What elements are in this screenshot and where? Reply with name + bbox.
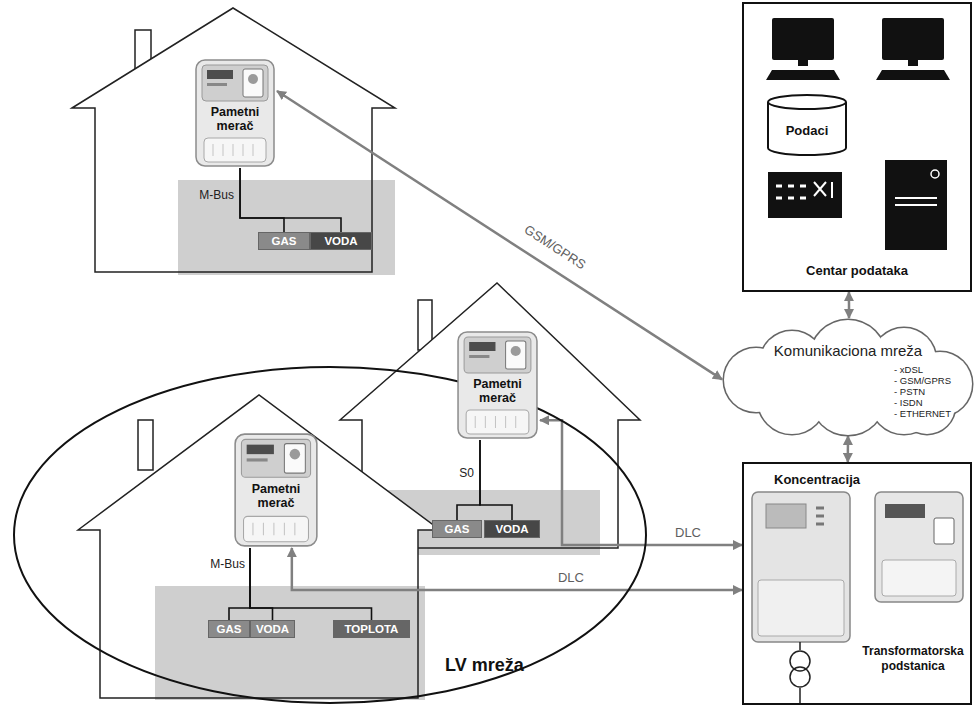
bus-wire xyxy=(250,548,372,620)
house-outline xyxy=(78,395,440,698)
meter-illustration xyxy=(235,434,317,546)
network-type: - ISDN xyxy=(894,397,974,408)
frame-title: Centar podataka xyxy=(806,263,908,278)
water-box: VODA xyxy=(484,520,540,538)
network-switch xyxy=(768,172,842,218)
database-label: Podaci xyxy=(786,123,829,138)
network-type: - xDSL xyxy=(894,364,974,375)
monitor-stand xyxy=(798,60,808,66)
link-label: GSM/GPRS xyxy=(520,221,590,274)
meter-type-label: VODA xyxy=(495,523,528,535)
frame-title: Koncentracija xyxy=(774,472,970,488)
connectors xyxy=(229,91,849,620)
meter-type-label: GAS xyxy=(445,523,470,535)
concentrator-leds xyxy=(816,508,824,524)
smart-meter: Pametni merač xyxy=(455,330,540,440)
meter-label: Pametni merač xyxy=(198,105,272,133)
substation-frame: KoncentracijaTransformatorska podstanica xyxy=(742,462,972,705)
house-3 xyxy=(78,395,440,700)
label-holder: M-Bus xyxy=(199,188,234,202)
keyboard xyxy=(766,70,840,80)
edge-label-holder: DLC xyxy=(673,525,703,540)
lv-network-ellipse: LV mreža Pametni meračGAS VODA Pametni mera… xyxy=(12,365,648,705)
network-cloud: Komunikaciona mreža - xDSL- GSM/GPRS- PST… xyxy=(722,318,974,436)
meter-label: Pametni merač xyxy=(461,377,535,405)
bus-name: S0 xyxy=(459,466,474,480)
water-box: VODA xyxy=(310,232,372,250)
communication-link xyxy=(847,436,850,462)
concentrator-device xyxy=(752,492,850,642)
server-button xyxy=(931,170,939,178)
frame-title: Transformatorska podstanica xyxy=(857,644,969,674)
transformer-winding xyxy=(790,667,810,687)
bus-wire xyxy=(240,168,284,232)
house-1 xyxy=(72,8,395,275)
gas-box: GAS xyxy=(208,620,250,638)
bus-wire xyxy=(250,548,273,620)
substation-meter xyxy=(875,492,963,602)
lv-network-outline xyxy=(14,367,646,703)
bus-name: M-Bus xyxy=(210,557,245,571)
concentrator-display xyxy=(766,504,806,528)
edge-label-holder: DLC xyxy=(556,570,586,585)
monitor xyxy=(772,18,834,60)
house-floor xyxy=(178,180,395,275)
network-type: Komunikaciona mreža xyxy=(722,342,974,360)
edge-label-holder: GSM/GPRS xyxy=(520,221,590,274)
link-label: DLC xyxy=(556,570,586,585)
water-box: VODA xyxy=(250,620,295,638)
data-center-frame: Centar podataka Podaci xyxy=(742,2,972,292)
communication-link xyxy=(540,420,742,545)
bus-wire xyxy=(240,168,341,232)
substation-meter-module xyxy=(934,518,954,544)
meter-type-label: GAS xyxy=(272,235,297,247)
house-floor xyxy=(155,586,425,700)
monitor-stand xyxy=(908,60,918,66)
substation-meter-display xyxy=(885,504,925,518)
meter-illustration xyxy=(196,60,274,166)
chimney xyxy=(138,420,153,470)
gas-box: GAS xyxy=(432,520,482,538)
network-type: - ETHERNET xyxy=(894,408,974,419)
bus-name: M-Bus xyxy=(199,188,234,202)
gas-box: GAS xyxy=(258,232,310,250)
data-center-equipment xyxy=(766,18,950,250)
house-outline xyxy=(72,8,395,272)
heat-box: TOPLOTA xyxy=(333,620,410,638)
concentrator-cover xyxy=(758,580,844,636)
monitor xyxy=(882,18,944,60)
meter-label: Pametni merač xyxy=(239,482,313,510)
switch-ports xyxy=(776,186,806,198)
label-holder: M-Bus xyxy=(210,557,245,571)
meter-type-label: TOPLOTA xyxy=(345,623,399,635)
meter-type-label: VODA xyxy=(324,235,357,247)
bus-wire xyxy=(457,440,480,520)
database-cylinder: Podaci xyxy=(767,94,847,156)
switch-symbol xyxy=(814,182,832,198)
cylinder-top xyxy=(768,95,846,109)
meter-type-label: VODA xyxy=(256,623,289,635)
meter-illustration xyxy=(458,332,537,438)
smart-meter: Pametni merač xyxy=(193,58,277,168)
server-tower xyxy=(885,160,947,250)
bus-wire xyxy=(480,440,512,520)
keyboard xyxy=(876,70,950,80)
network-type: - PSTN xyxy=(894,386,974,397)
communication-link xyxy=(848,292,851,318)
smart-meter: Pametni merač xyxy=(232,432,320,548)
transformer-winding xyxy=(790,651,810,671)
substation-meter-cover xyxy=(882,560,956,596)
label-holder: S0 xyxy=(459,466,474,480)
server-slots xyxy=(895,198,937,205)
network-type: - GSM/GPRS xyxy=(894,375,974,386)
region-title: LV mreža xyxy=(445,655,524,676)
meter-type-label: GAS xyxy=(217,623,242,635)
ellipse-outline xyxy=(12,365,648,705)
link-label: DLC xyxy=(673,525,703,540)
communication-link xyxy=(292,548,742,590)
